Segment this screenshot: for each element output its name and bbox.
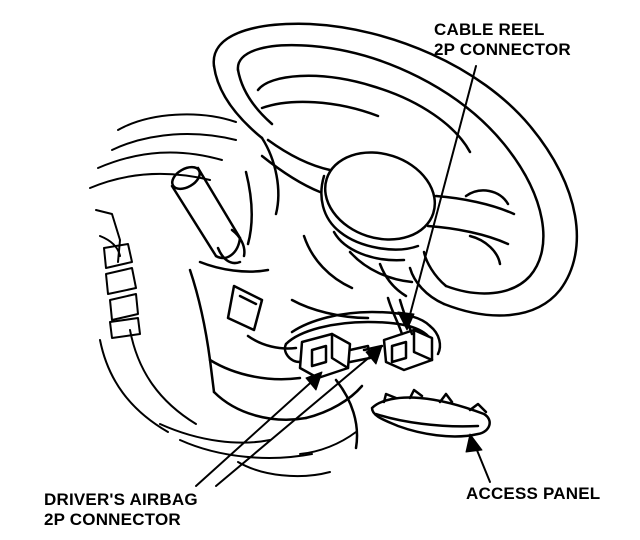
dashboard — [89, 113, 357, 478]
access-panel-label-line1: ACCESS PANEL — [466, 484, 601, 503]
drivers-airbag-connector-label: DRIVER'S AIRBAG 2P CONNECTOR — [44, 490, 198, 530]
drivers-airbag-label-line2: 2P CONNECTOR — [44, 510, 181, 529]
leader-access-panel — [465, 433, 491, 483]
cable-reel-label-line1: CABLE REEL — [434, 20, 545, 39]
drivers-airbag-connector — [298, 332, 372, 380]
combination-switch-stalk — [170, 165, 246, 265]
access-panel — [370, 388, 491, 438]
drivers-airbag-label-line1: DRIVER'S AIRBAG — [44, 490, 198, 509]
leader-cable-reel — [397, 65, 477, 331]
cable-reel-connector-label: CABLE REEL 2P CONNECTOR — [434, 20, 571, 60]
steering-wheel — [212, 22, 579, 317]
access-panel-label: ACCESS PANEL — [466, 484, 600, 504]
leader-drivers-airbag — [195, 345, 383, 487]
cable-reel-label-line2: 2P CONNECTOR — [434, 40, 571, 59]
column-shroud — [188, 260, 370, 450]
